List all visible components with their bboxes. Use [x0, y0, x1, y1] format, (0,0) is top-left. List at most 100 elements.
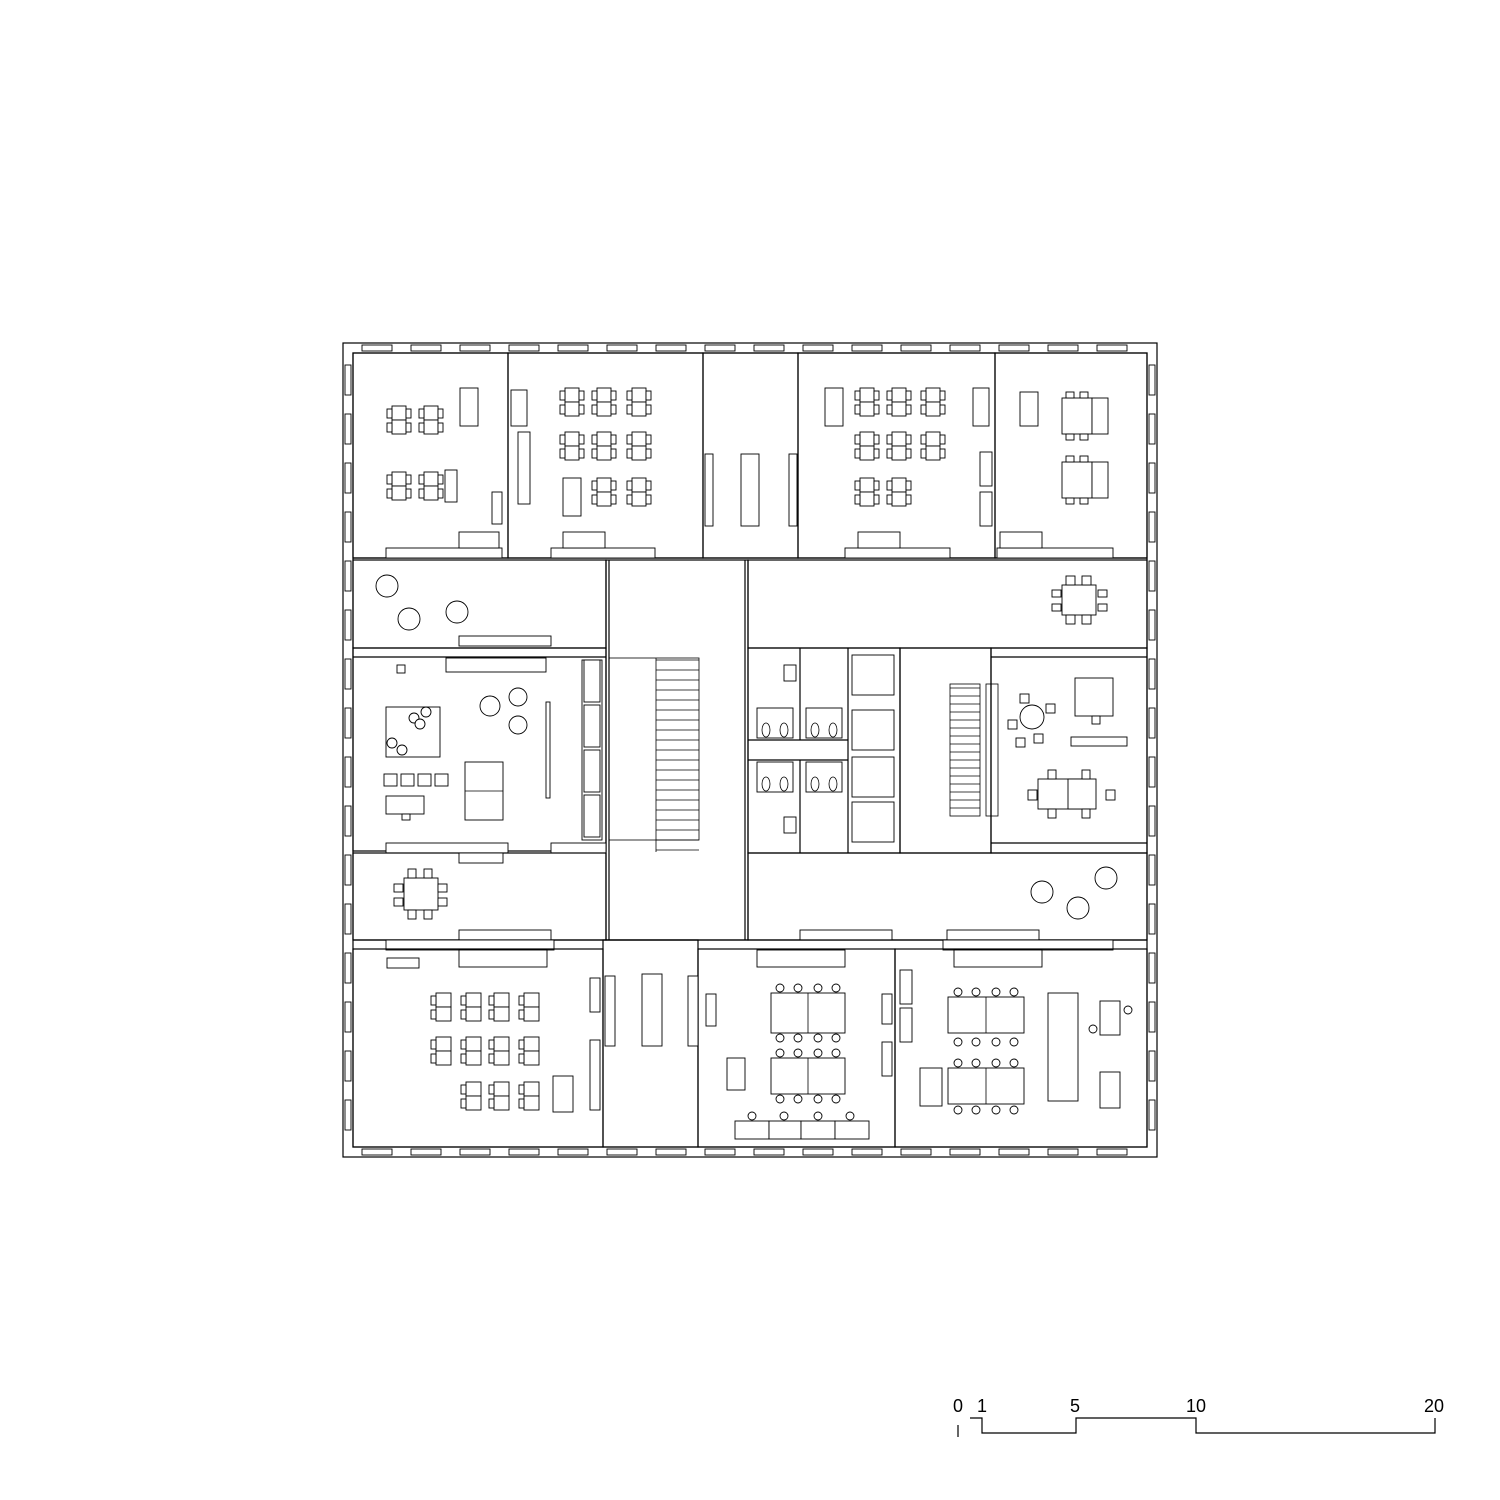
facade-panel	[1148, 952, 1156, 984]
partition	[545, 701, 551, 799]
chair	[430, 995, 437, 1006]
stool	[397, 607, 421, 631]
desk	[435, 1050, 452, 1066]
bench	[641, 973, 663, 1047]
stool	[1088, 1024, 1098, 1034]
chair	[591, 404, 598, 415]
stool	[793, 1033, 803, 1043]
stool	[813, 983, 823, 993]
desk	[465, 1036, 482, 1052]
chair	[423, 909, 433, 920]
table	[1061, 584, 1097, 616]
stool	[396, 744, 408, 756]
chair	[1065, 433, 1075, 441]
facade-panel	[606, 1148, 638, 1156]
facade-panel	[802, 1148, 834, 1156]
stool	[1066, 896, 1090, 920]
facade-panel	[1148, 805, 1156, 837]
chair	[488, 1039, 495, 1050]
stool	[991, 1105, 1001, 1115]
facade-panel	[344, 854, 352, 886]
shelf	[899, 1007, 913, 1043]
chair	[591, 494, 598, 505]
stool	[1009, 987, 1019, 997]
facade-panel	[459, 1148, 491, 1156]
stool	[479, 695, 501, 717]
chair	[393, 897, 404, 907]
stool	[793, 983, 803, 993]
chair	[886, 434, 893, 445]
facade-panel	[998, 344, 1030, 352]
stool	[971, 1037, 981, 1047]
facade-panel	[851, 344, 883, 352]
cabinet	[458, 531, 500, 549]
chair	[854, 480, 861, 491]
chair	[578, 404, 585, 415]
chair	[460, 1039, 467, 1050]
facade-panel	[655, 1148, 687, 1156]
desk	[435, 992, 452, 1008]
facade-panel	[900, 344, 932, 352]
stool	[1094, 866, 1118, 890]
desk	[859, 491, 875, 507]
chair	[645, 448, 652, 459]
chair	[905, 390, 912, 401]
facade-panel	[851, 1148, 883, 1156]
chair	[886, 448, 893, 459]
facade-panel	[557, 344, 589, 352]
desk	[564, 401, 580, 417]
facade-panel	[704, 344, 736, 352]
facade-panel	[998, 1148, 1030, 1156]
stool	[813, 1111, 823, 1121]
round-table	[1019, 704, 1045, 730]
wc-fixtures	[756, 654, 895, 843]
facade-panel	[459, 344, 491, 352]
chair	[854, 404, 861, 415]
desk	[596, 445, 612, 461]
facade-panel	[1148, 756, 1156, 788]
chair	[518, 1084, 525, 1095]
bench	[800, 1120, 836, 1140]
chair	[437, 488, 444, 499]
desk	[891, 491, 907, 507]
stool	[831, 1033, 841, 1043]
shelf	[972, 387, 990, 427]
locker	[583, 749, 601, 793]
stool	[375, 574, 399, 598]
chair	[488, 1084, 495, 1095]
desk	[391, 471, 407, 487]
desk	[423, 419, 439, 435]
stool	[813, 1094, 823, 1104]
desk	[493, 1095, 510, 1111]
facade-panel	[557, 1148, 589, 1156]
shelf	[705, 993, 717, 1027]
toilet	[828, 722, 838, 738]
desk	[435, 1036, 452, 1052]
facade-panel	[704, 1148, 736, 1156]
room-hall-west-lower	[352, 852, 607, 941]
cabinet	[491, 491, 503, 525]
facade-panel	[344, 1099, 352, 1131]
north-partitions	[353, 547, 1147, 559]
desk	[631, 477, 647, 493]
stool	[991, 1058, 1001, 1068]
chair	[559, 390, 566, 401]
stool	[813, 1048, 823, 1058]
locker	[583, 659, 601, 703]
storage-box	[383, 773, 398, 787]
chair	[407, 909, 417, 920]
table	[1061, 461, 1093, 499]
room-stair-east	[899, 647, 999, 854]
chair	[645, 494, 652, 505]
bench	[768, 1120, 802, 1140]
facade-panel	[344, 413, 352, 445]
chair	[626, 480, 633, 491]
cabinet	[999, 531, 1043, 549]
desk	[859, 477, 875, 493]
desk	[564, 387, 580, 403]
facade-panel	[1148, 609, 1156, 641]
desk	[423, 405, 439, 421]
facade-panel	[1148, 560, 1156, 592]
desk	[465, 1006, 482, 1022]
chair	[418, 474, 425, 485]
